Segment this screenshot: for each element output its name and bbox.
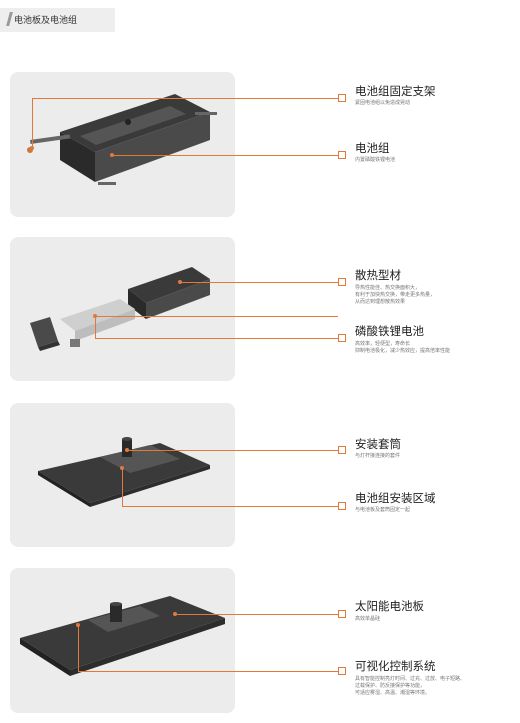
callout-dot-lifepo4 xyxy=(93,314,97,318)
label-bracket-title: 电池组固定支架 xyxy=(355,84,436,98)
callout-marker-battery xyxy=(338,151,346,159)
label-install-area-title: 电池组安装区域 xyxy=(355,491,436,505)
callout-line-control xyxy=(78,671,338,672)
battery-bracket-illustration xyxy=(27,94,217,185)
callout-dot-solar xyxy=(173,612,177,616)
callout-dot-heatsink xyxy=(178,280,182,284)
label-lifepo4-title: 磷酸铁锂电池 xyxy=(355,324,424,338)
label-sleeve-desc: 与灯杆接连接的套件 xyxy=(355,453,401,459)
callout-line-heatsink xyxy=(180,282,338,283)
label-bracket-desc: 紧固电池组以免造成晃动 xyxy=(355,100,411,106)
callout-marker-sleeve xyxy=(338,446,346,454)
label-control-desc-1: 具有智能控制亮灯时间、过充、过放、电子短路、 xyxy=(355,676,466,682)
label-control-desc-3: 可适应雾湿、高温、潮湿等环境。 xyxy=(355,690,431,696)
label-control-title: 可视化控制系统 xyxy=(355,659,436,673)
label-battery-desc: 内置磷酸铁锂电池 xyxy=(355,157,396,163)
label-lifepo4-desc-2: 抑制电池极化，减少热效应，提高倍率性能 xyxy=(355,348,451,354)
label-sleeve-title: 安装套筒 xyxy=(355,437,401,451)
label-lifepo4-desc-1: 高效率，轻便型，寿命长 xyxy=(355,341,411,347)
header-title: 电池板及电池组 xyxy=(14,16,78,26)
callout-vline-control xyxy=(78,625,79,671)
callout-vline-lifepo4 xyxy=(95,316,96,338)
callout-line-lifepo4 xyxy=(95,316,338,317)
product-image-solar-panel xyxy=(10,568,235,713)
label-battery-title: 电池组 xyxy=(355,141,390,155)
callout-dot-control xyxy=(76,623,80,627)
product-image-battery-bracket xyxy=(10,72,235,217)
label-solar-title: 太阳能电池板 xyxy=(355,599,424,613)
callout-marker-solar xyxy=(338,610,346,618)
callout-line-bracket xyxy=(32,98,338,99)
callout-marker-lifepo4 xyxy=(338,334,346,342)
label-heatsink-title: 散热型材 xyxy=(355,268,401,282)
header-bar xyxy=(0,8,115,32)
callout-marker-control xyxy=(338,667,346,675)
callout-dot-sleeve xyxy=(125,448,129,452)
heatsink-illustration xyxy=(30,267,210,351)
label-control-desc-2: 过载保护、防反接保护等功能， xyxy=(355,683,426,689)
label-heatsink-desc-1: 导热性能佳、热交换面积大， xyxy=(355,285,421,291)
label-solar-desc: 高效单晶硅 xyxy=(355,616,381,622)
callout-line-sleeve xyxy=(127,450,338,451)
section-header: 电池板及电池组 xyxy=(0,0,520,34)
callout-marker-heatsink xyxy=(338,278,346,286)
solar-panel-illustration xyxy=(20,596,225,676)
callout-dot-battery xyxy=(110,153,114,157)
callout-line-battery xyxy=(112,155,338,156)
callout-marker-install-area xyxy=(338,502,346,510)
callout-vline-install-area xyxy=(122,468,123,506)
callout-line-solar xyxy=(175,614,338,615)
product-image-heatsink xyxy=(10,237,235,381)
callout-line-lifepo4-b xyxy=(95,338,338,339)
label-heatsink-desc-3: 从而达到理想散热效果 xyxy=(355,299,406,305)
callout-line-install-area-b xyxy=(122,506,338,507)
label-heatsink-desc-2: 有利于加快热交换，带走更多热量， xyxy=(355,292,436,298)
callout-dot-install-area xyxy=(120,466,124,470)
label-install-area-desc: 与电池板及套筒固定一起 xyxy=(355,507,411,513)
callout-vline-bracket xyxy=(32,98,33,148)
callout-dot-bracket xyxy=(30,146,34,150)
callout-marker-bracket xyxy=(338,94,346,102)
